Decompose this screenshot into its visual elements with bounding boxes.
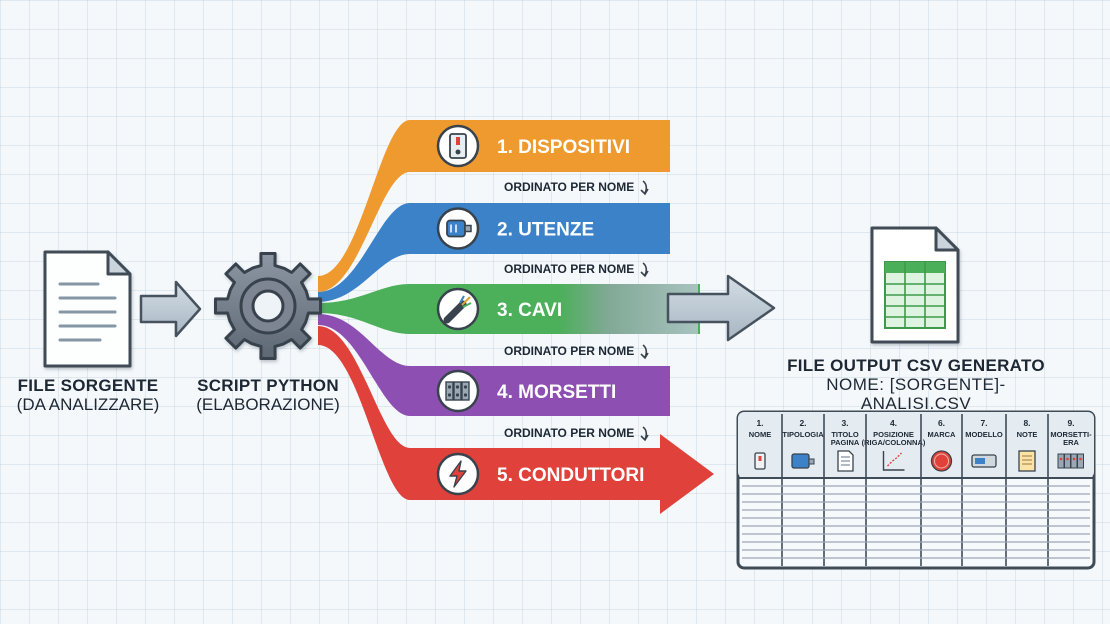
sort-note-4: ORDINATO PER NOME xyxy=(504,426,649,442)
table-header-cell: 4. POSIZIONE(RIGA/COLONNA) xyxy=(862,418,926,471)
column-label: NOME xyxy=(749,430,772,439)
terminal-block-icon xyxy=(436,369,480,413)
page-icon xyxy=(837,450,854,472)
script-subtitle: (ELABORAZIONE) xyxy=(196,395,340,415)
sort-label: ORDINATO PER NOME xyxy=(504,180,634,194)
gear-icon xyxy=(214,252,322,360)
output-file-subtitle: NOME: [SORGENTE]-ANALISI.CSV xyxy=(826,375,1006,414)
column-label: POSIZIONE xyxy=(873,430,914,439)
source-file-subtitle: (DA ANALIZZARE) xyxy=(16,395,160,415)
category-band-3: 3. CAVI xyxy=(318,284,700,334)
script-title: SCRIPT PYTHON xyxy=(197,376,339,395)
column-number: 4. xyxy=(890,418,897,428)
table-header-cell: 7. MODELLO xyxy=(965,418,1003,468)
category-band-1: 1. DISPOSITIVI xyxy=(318,120,670,292)
column-label: MORSETTI- xyxy=(1050,430,1092,439)
column-number: 9. xyxy=(1067,418,1074,428)
switch-device-icon xyxy=(436,124,480,168)
band-fade xyxy=(560,284,698,334)
column-label: PAGINA xyxy=(831,438,860,447)
column-number: 7. xyxy=(980,418,987,428)
category-bands: 1. DISPOSITIVI 2. UTENZE 3. CAVI 4. MORSETT… xyxy=(318,120,714,514)
grid-position-icon xyxy=(882,451,905,471)
terminal-strip-icon xyxy=(1057,453,1084,469)
arrow-down-icon xyxy=(640,180,649,196)
sort-label: ORDINATO PER NOME xyxy=(504,262,634,276)
category-label: 1. DISPOSITIVI xyxy=(497,137,630,158)
arrow-down-icon xyxy=(640,426,649,442)
column-label: MODELLO xyxy=(965,430,1003,439)
source-file-title: FILE SORGENTE xyxy=(17,376,159,395)
table-header-cell: 1. NOME xyxy=(749,418,772,470)
brand-badge-icon xyxy=(930,450,953,472)
table-header-cell: 9. MORSETTI-ERA xyxy=(1050,418,1092,469)
device-icon xyxy=(754,452,766,470)
column-label: NOTE xyxy=(1017,430,1038,439)
category-band-shape xyxy=(318,120,670,292)
category-band-5: 5. CONDUTTORI xyxy=(318,326,714,514)
output-file-title: FILE OUTPUT CSV GENERATO xyxy=(787,356,1045,375)
csv-spreadsheet-icon xyxy=(870,226,960,344)
column-label: ERA xyxy=(1063,438,1079,447)
sort-label: ORDINATO PER NOME xyxy=(504,426,634,440)
column-number: 1. xyxy=(756,418,763,428)
category-label: 2. UTENZE xyxy=(497,220,594,241)
lightning-bolt-icon xyxy=(436,452,480,496)
category-band-shape xyxy=(318,326,714,514)
category-label: 4. MORSETTI xyxy=(497,382,616,403)
sort-note-2: ORDINATO PER NOME xyxy=(504,262,649,278)
column-number: 3. xyxy=(841,418,848,428)
arrow-to-output xyxy=(666,274,776,342)
column-label: TIPOLOGIA xyxy=(782,430,824,439)
arrow-down-icon xyxy=(640,344,649,360)
category-label: 3. CAVI xyxy=(497,300,562,321)
sort-note-1: ORDINATO PER NOME xyxy=(504,180,649,196)
column-label: TITOLO xyxy=(831,430,859,439)
note-icon xyxy=(1018,450,1036,472)
table-header-cell: 6. MARCA xyxy=(928,418,956,472)
category-band-shape xyxy=(318,314,670,416)
cable-icon xyxy=(436,287,480,331)
category-band-4: 4. MORSETTI xyxy=(318,314,670,416)
column-number: 8. xyxy=(1023,418,1030,428)
column-number: 6. xyxy=(938,418,945,428)
source-file-icon xyxy=(43,250,132,368)
model-device-icon xyxy=(971,454,997,468)
motor-icon xyxy=(791,453,815,469)
source-file-label: FILE SORGENTE (DA ANALIZZARE) xyxy=(14,376,162,414)
electric-motor-icon xyxy=(436,207,480,250)
column-label: MARCA xyxy=(928,430,956,439)
category-band-2: 2. UTENZE xyxy=(318,203,670,302)
category-label: 5. CONDUTTORI xyxy=(497,465,644,486)
column-number: 2. xyxy=(799,418,806,428)
category-band-shape xyxy=(318,203,670,302)
arrow-to-script xyxy=(139,280,202,338)
sort-note-3: ORDINATO PER NOME xyxy=(504,344,649,360)
arrow-down-icon xyxy=(640,262,649,278)
sort-label: ORDINATO PER NOME xyxy=(504,344,634,358)
table-header-cell: 8. NOTE xyxy=(1017,418,1038,472)
script-label: SCRIPT PYTHON (ELABORAZIONE) xyxy=(190,376,346,414)
table-header-cell: 2. TIPOLOGIA xyxy=(782,418,824,469)
column-label: (RIGA/COLONNA) xyxy=(862,438,926,447)
output-file-label: FILE OUTPUT CSV GENERATO NOME: [SORGENTE… xyxy=(776,356,1056,413)
